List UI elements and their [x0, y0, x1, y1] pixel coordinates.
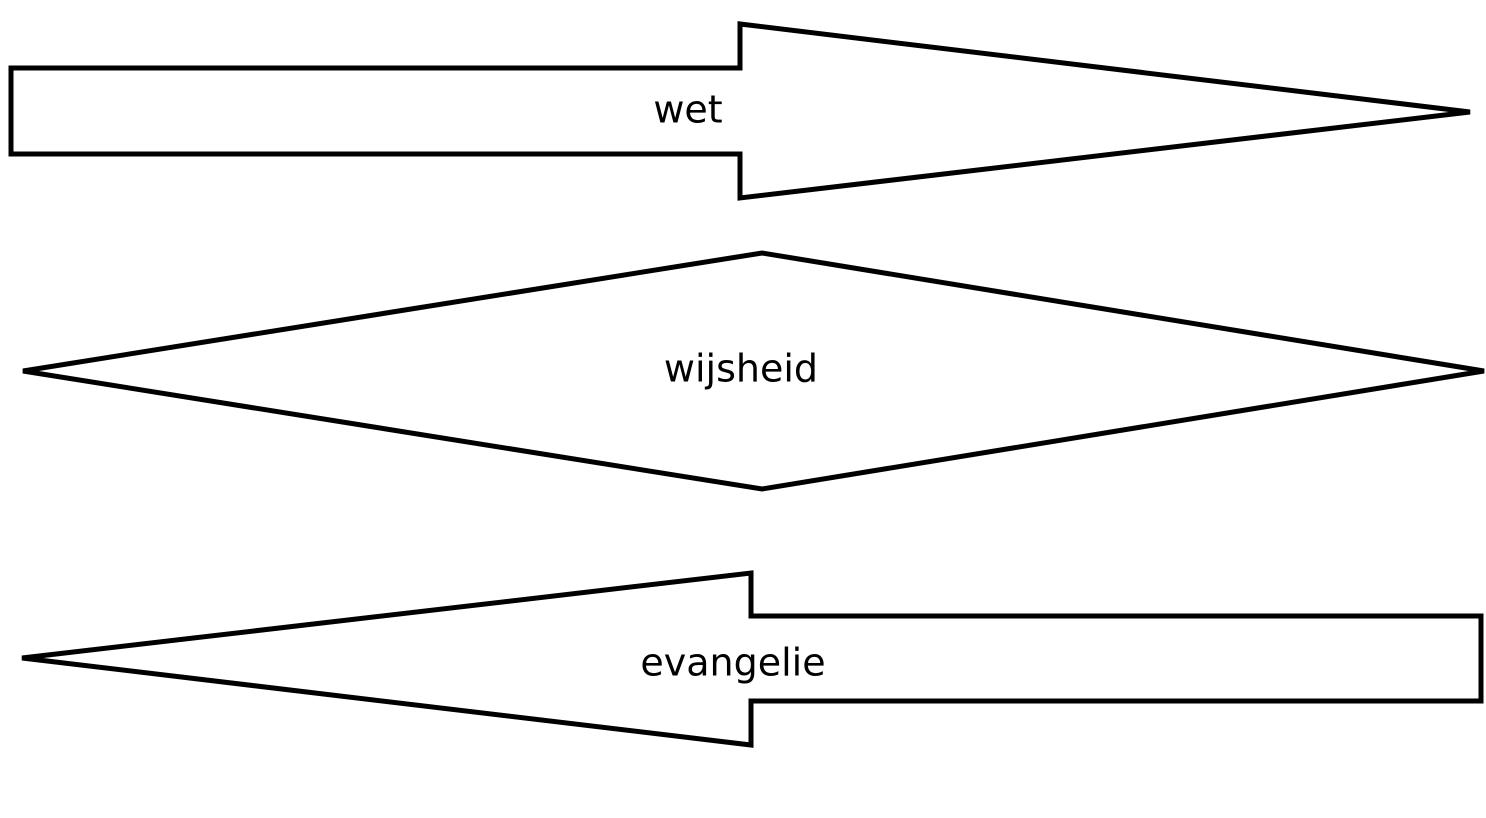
left-arrow-evangelie: evangelie [21, 570, 1484, 748]
right-arrow-shape [8, 21, 1471, 201]
arrow-label-evangelie: evangelie [640, 641, 825, 685]
right-arrow-wet: wet [8, 21, 1471, 201]
diamond-wijsheid: wijsheid [22, 250, 1485, 492]
left-arrow-shape [21, 570, 1484, 748]
arrow-label-wet: wet [653, 88, 722, 132]
diamond-label-wijsheid: wijsheid [664, 347, 818, 391]
diamond-shape [22, 250, 1485, 492]
